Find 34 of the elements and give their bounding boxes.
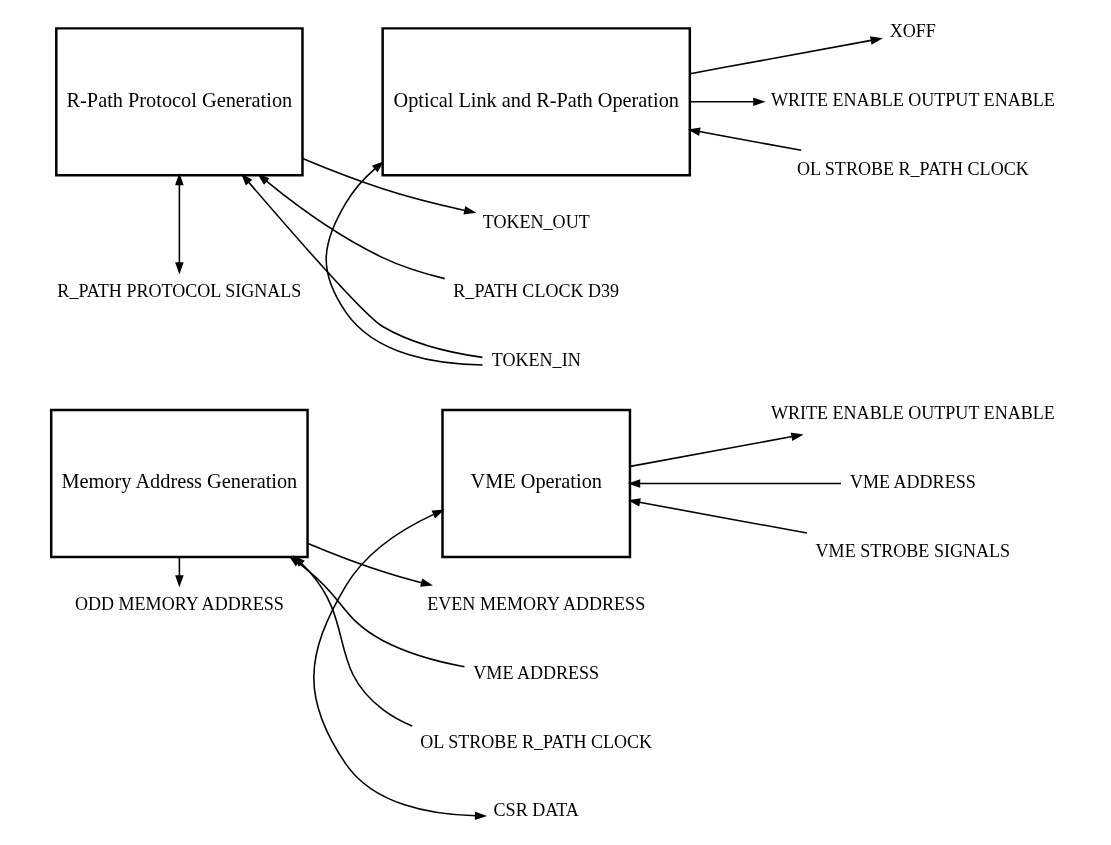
node-text: VME ADDRESS bbox=[849, 471, 976, 492]
arrow bbox=[174, 556, 184, 588]
arrow bbox=[306, 542, 433, 587]
node-text: WRITE ENABLE OUTPUT ENABLE bbox=[770, 90, 1055, 111]
node-text: VME ADDRESS bbox=[472, 662, 599, 683]
arrow bbox=[312, 509, 487, 821]
arrow bbox=[627, 479, 842, 488]
node-text: ODD MEMORY ADDRESS bbox=[74, 593, 284, 614]
node-box: Memory Address Generation bbox=[49, 408, 309, 559]
node-box: VME Operation bbox=[440, 408, 631, 559]
arrow bbox=[256, 173, 445, 280]
arrow bbox=[174, 172, 184, 275]
node-text: XOFF bbox=[889, 21, 936, 42]
node-text: R_PATH PROTOCOL SIGNALS bbox=[56, 280, 301, 301]
node-text: R_PATH CLOCK D39 bbox=[452, 280, 619, 301]
node-text: CSR DATA bbox=[493, 800, 579, 821]
arrow bbox=[688, 36, 883, 75]
arrow bbox=[240, 173, 483, 359]
arrow bbox=[301, 157, 476, 215]
node-text: OL STROBE R_PATH CLOCK bbox=[796, 158, 1029, 179]
node-text: EVEN MEMORY ADDRESS bbox=[426, 593, 645, 614]
node-text: TOKEN_IN bbox=[491, 349, 581, 370]
node-box: R-Path Protocol Generation bbox=[54, 27, 304, 177]
arrow bbox=[324, 161, 483, 366]
arrow bbox=[627, 498, 808, 534]
node-box: Optical Link and R-Path Operation bbox=[380, 27, 691, 177]
node-text: VME STROBE SIGNALS bbox=[815, 540, 1010, 561]
node-text: OL STROBE R_PATH CLOCK bbox=[419, 731, 652, 752]
arrow bbox=[688, 97, 765, 107]
arrow bbox=[292, 555, 413, 727]
arrow bbox=[629, 432, 804, 468]
node-text: TOKEN_OUT bbox=[482, 212, 590, 233]
arrow bbox=[687, 127, 802, 152]
node-text: WRITE ENABLE OUTPUT ENABLE bbox=[770, 402, 1055, 423]
